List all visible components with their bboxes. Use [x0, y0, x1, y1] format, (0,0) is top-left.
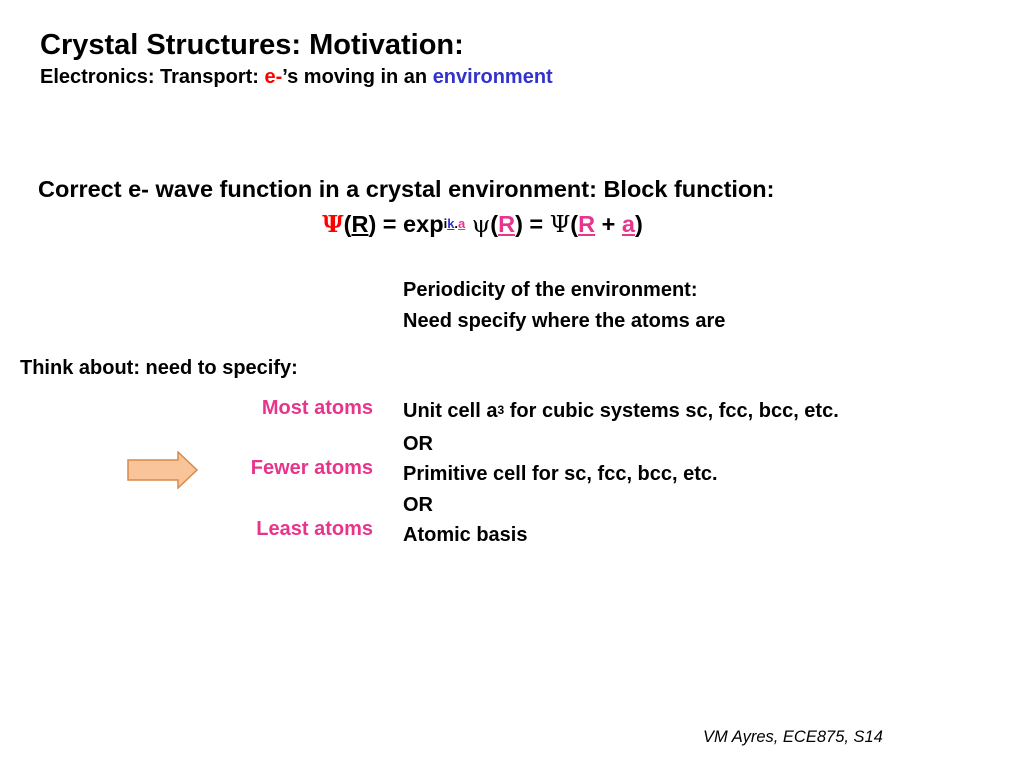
periodicity-line-2: Need specify where the atoms are: [403, 309, 726, 332]
slide-title: Crystal Structures: Motivation:: [40, 29, 464, 61]
bloch-equation: Ψ(R) = expik.a ψ(R) = Ψ(R + a): [0, 207, 965, 245]
eq-open-paren-2: (: [490, 211, 499, 237]
eq-exponent: ik.a: [444, 216, 466, 231]
least-atoms-label: Least atoms: [256, 518, 373, 540]
eq-close-paren: ): [515, 211, 523, 237]
eq-psi-capital: Ψ: [322, 210, 344, 238]
eq-R-vector-2: R: [498, 211, 516, 237]
eq-equals: =: [522, 211, 550, 237]
unit-cell-exponent: 3: [497, 403, 505, 417]
eq-exponent-i: i: [443, 216, 448, 231]
eq-psi-small: ψ: [471, 210, 491, 238]
subtitle-electron: e-: [264, 66, 283, 88]
footer-credit: VM Ayres, ECE875, S14: [703, 728, 883, 746]
eq-exponent-k: k: [447, 216, 455, 231]
subtitle-text-1: Electronics: Transport:: [40, 66, 265, 88]
subtitle-text-2: ’s moving in an: [282, 66, 433, 88]
eq-a-vector: a: [621, 211, 635, 237]
option-primitive-cell: Primitive cell for sc, fcc, bcc, etc.: [403, 463, 718, 485]
option-atomic-basis: Atomic basis: [403, 524, 528, 546]
eq-R-vector-3: R: [578, 211, 596, 237]
subtitle-environment: environment: [432, 66, 553, 88]
eq-R-vector: R: [351, 211, 369, 237]
option-unit-cell: Unit cell a3 for cubic systems sc, fcc, …: [403, 400, 839, 422]
think-about-label: Think about: need to specify:: [20, 357, 298, 379]
option-or-1: OR: [403, 432, 433, 455]
eq-plus: +: [595, 211, 622, 237]
eq-open-paren: (: [343, 211, 352, 237]
periodicity-line-1: Periodicity of the environment:: [403, 279, 698, 301]
eq-exponent-a: a: [458, 216, 466, 231]
eq-close-paren-2: ): [634, 211, 643, 237]
cell-options-list: Unit cell a3 for cubic systems sc, fcc, …: [403, 396, 839, 551]
slide-subtitle: Electronics: Transport: e-’s moving in a…: [40, 64, 553, 90]
right-arrow-icon: [127, 451, 199, 489]
periodicity-block: Periodicity of the environment: Need spe…: [403, 275, 725, 336]
option-or-2: OR: [403, 493, 433, 516]
most-atoms-label: Most atoms: [261, 397, 373, 419]
bloch-function-heading: Correct e- wave function in a crystal en…: [38, 176, 775, 202]
eq-equals-exp: ) = exp: [368, 211, 444, 237]
eq-psi-capital-2: Ψ: [549, 210, 571, 238]
fewer-atoms-label: Fewer atoms: [250, 457, 373, 479]
eq-open-paren-3: (: [570, 211, 579, 237]
eq-exponent-dot: .: [454, 216, 459, 231]
